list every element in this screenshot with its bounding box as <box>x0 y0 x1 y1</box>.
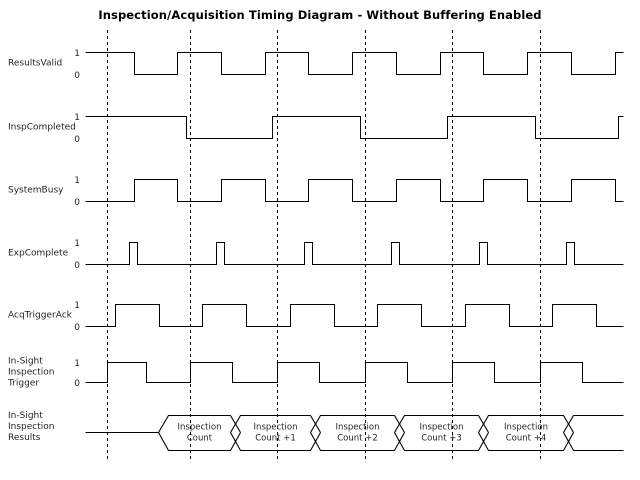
results-bus-value-line1: Inspection <box>504 423 548 433</box>
results-bus-segment <box>563 414 624 452</box>
level-label-zero-5: 0 <box>74 379 80 389</box>
results-bus-value-line1: Inspection <box>254 423 298 433</box>
results-bus-value-line2: Count +2 <box>337 434 377 444</box>
signal-label-systembusy: SystemBusy <box>8 186 64 196</box>
level-label-zero-1: 0 <box>74 135 80 145</box>
signal-waveforms-group <box>85 51 624 384</box>
level-label-one-0: 1 <box>74 49 80 59</box>
gridlines-group <box>106 30 542 462</box>
signal-label-line: ExpComplete <box>8 249 69 259</box>
signal-label-line: ResultsValid <box>8 59 62 69</box>
waveform-resultsvalid <box>85 51 624 76</box>
signal-label-expcomplete: ExpComplete <box>8 249 69 259</box>
waveform-systembusy <box>85 178 624 203</box>
waveform-inspcompleted <box>85 115 624 140</box>
waveform-expcomplete <box>85 241 624 266</box>
waveform-in-sight-inspection-trigger <box>85 361 624 384</box>
signal-label-line: Results <box>8 433 41 443</box>
results-bus-value-line2: Count +4 <box>506 434 546 444</box>
level-label-one-1: 1 <box>74 113 80 123</box>
signal-label-line: Inspection <box>8 422 55 432</box>
level-label-zero-2: 0 <box>74 198 80 208</box>
level-label-zero-0: 0 <box>74 71 80 81</box>
signal-label-acqtriggerack: AcqTriggerAck <box>8 311 73 321</box>
level-label-one-3: 1 <box>74 239 80 249</box>
signal-label-line: AcqTriggerAck <box>8 311 73 321</box>
signal-label-inspcompleted: InspCompleted <box>8 123 76 133</box>
level-label-zero-3: 0 <box>74 261 80 271</box>
signal-label-line: SystemBusy <box>8 186 64 196</box>
signal-label-line: In-Sight <box>8 411 43 421</box>
signal-label-line: In-Sight <box>8 357 43 367</box>
results-bus-value-line1: Inspection <box>336 423 380 433</box>
signal-label-line: Inspection <box>8 368 55 378</box>
signal-labels-group: ResultsValid10InspCompleted10SystemBusy1… <box>7 49 80 443</box>
level-label-one-4: 1 <box>74 301 80 311</box>
signal-label-line: InspCompleted <box>8 123 76 133</box>
level-label-one-5: 1 <box>74 359 80 369</box>
results-bus-value-line1: Inspection <box>178 423 222 433</box>
results-bus-value-line2: Count +1 <box>255 434 295 444</box>
signal-label-line: Trigger <box>7 379 39 389</box>
results-bus-value-line2: Count <box>187 434 213 444</box>
waveform-acqtriggerack <box>85 303 624 328</box>
level-label-zero-4: 0 <box>74 323 80 333</box>
results-bus-value-line2: Count +3 <box>421 434 461 444</box>
page-title: Inspection/Acquisition Timing Diagram - … <box>98 8 542 22</box>
results-bus-value-line1: Inspection <box>420 423 464 433</box>
level-label-one-2: 1 <box>74 176 80 186</box>
signal-label-resultsvalid: ResultsValid <box>8 59 62 69</box>
